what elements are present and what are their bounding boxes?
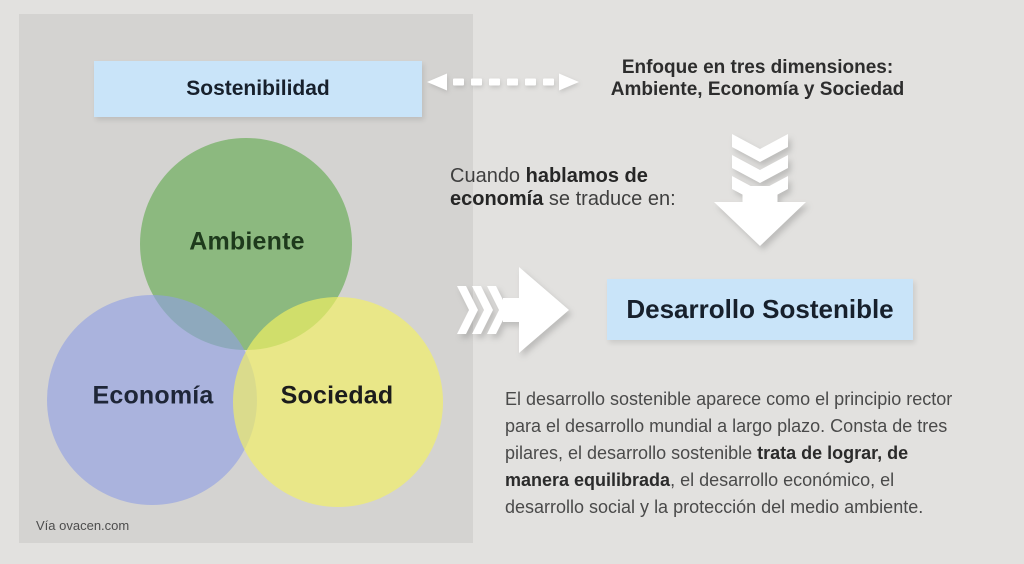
description-paragraph: El desarrollo sostenible aparece como el…: [505, 386, 975, 521]
desarrollo-sostenible-label: Desarrollo Sostenible: [626, 294, 894, 324]
description-pre: El desarrollo sostenible aparece como el…: [505, 389, 953, 463]
venn-label-ambiente: Ambiente: [189, 227, 305, 256]
venn-label-sociedad: Sociedad: [280, 381, 394, 410]
desarrollo-sostenible-badge: Desarrollo Sostenible: [607, 279, 913, 340]
sostenibilidad-label: Sostenibilidad: [186, 77, 330, 100]
venn-circle-economia: [47, 295, 257, 505]
description-bold: trata de lograr, de manera equilibrada: [505, 443, 909, 490]
venn-circle-sociedad: [233, 297, 443, 507]
dashed-double-arrow-icon: [427, 73, 579, 91]
economy-translation-pre: Cuando: [450, 165, 526, 187]
source-credit: Vía ovacen.com: [36, 518, 130, 533]
right-chevron-arrow-icon: [457, 267, 569, 353]
down-chevron-arrow-icon: [714, 134, 806, 246]
description-post: , el desarrollo económico, el desarrollo…: [505, 470, 924, 517]
sostenibilidad-badge: Sostenibilidad: [94, 61, 422, 117]
venn-label-economia: Economía: [92, 381, 214, 410]
economy-translation-text: Cuando hablamos de economía se traduce e…: [450, 165, 702, 211]
dimensions-heading: Enfoque en tres dimensiones: Ambiente, E…: [585, 57, 930, 101]
economy-translation-post: se traduce en:: [543, 188, 676, 210]
economy-translation-bold: hablamos de economía: [450, 165, 648, 210]
venn-panel: Sostenibilidad Ambiente Economía Socieda…: [19, 14, 473, 543]
dimensions-heading-line1: Enfoque en tres dimensiones:: [621, 57, 894, 78]
dimensions-heading-line2: Ambiente, Economía y Sociedad: [610, 79, 905, 100]
